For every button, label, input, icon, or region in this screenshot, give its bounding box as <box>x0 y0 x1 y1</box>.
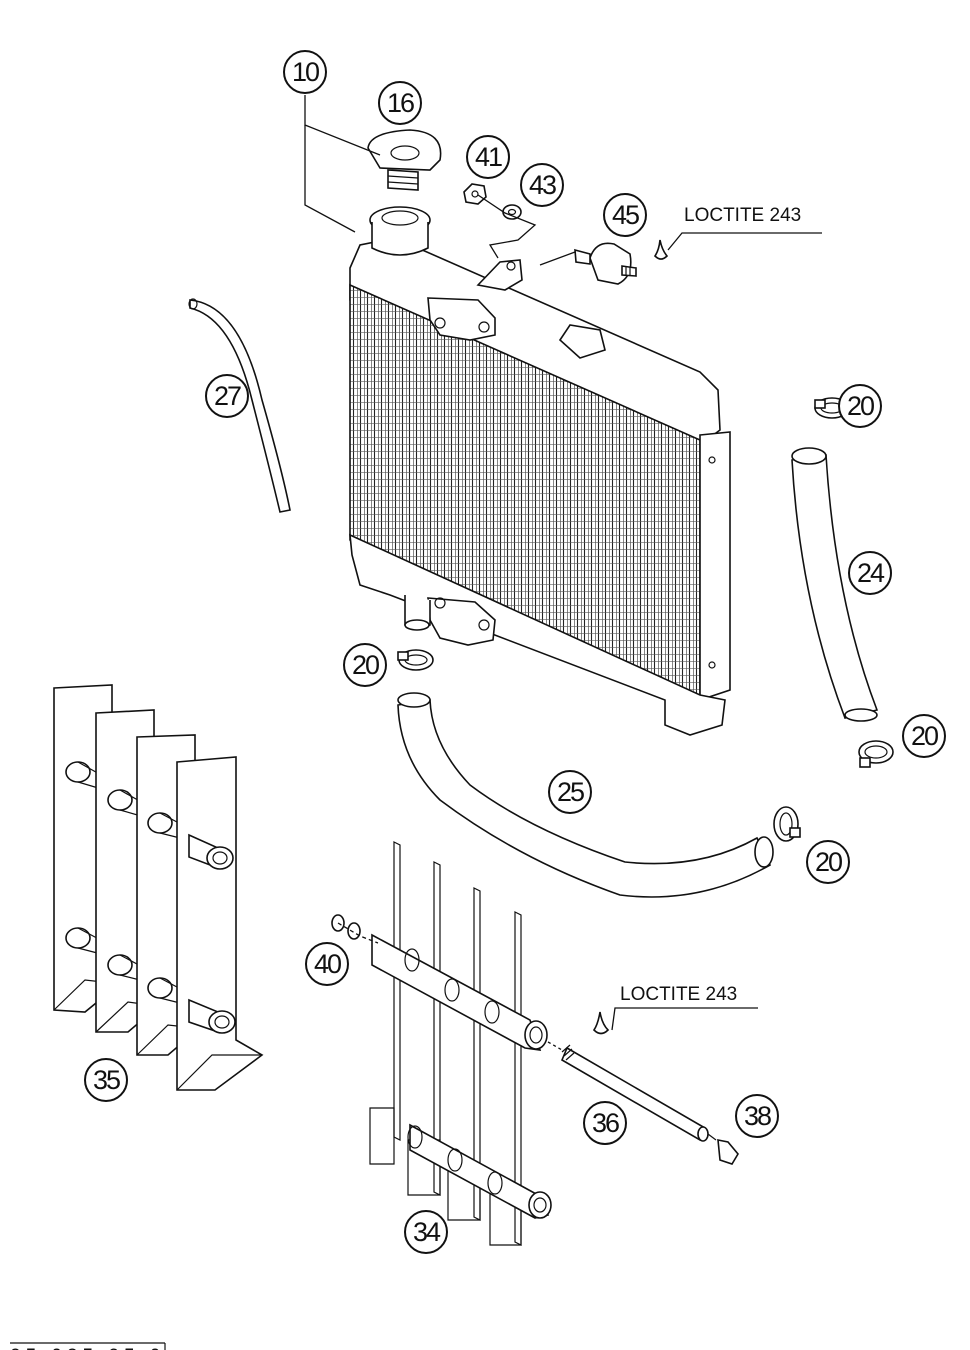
svg-text:16: 16 <box>387 88 414 118</box>
svg-text:45: 45 <box>612 200 639 230</box>
radiator-guard-set <box>53 684 264 1091</box>
callout-41: 41 <box>466 135 510 179</box>
leader-lines <box>304 95 822 1051</box>
svg-text:35: 35 <box>93 1065 120 1095</box>
guard-tube <box>371 933 548 1051</box>
hose-clamp <box>773 806 801 842</box>
hose-clamp <box>397 649 434 671</box>
callout-16: 16 <box>378 81 422 125</box>
svg-text:20: 20 <box>911 721 938 751</box>
guard-tube <box>407 1123 552 1219</box>
callout-24: 24 <box>848 551 892 595</box>
hose-clamp <box>858 740 894 768</box>
washer <box>502 204 522 220</box>
svg-text:10: 10 <box>292 57 319 87</box>
radiator-hose-lower <box>397 692 774 898</box>
svg-text:43: 43 <box>529 170 556 200</box>
svg-text:34: 34 <box>413 1217 441 1247</box>
nut <box>463 183 487 205</box>
radiator-guard-set <box>369 841 552 1246</box>
callout-45: 45 <box>603 193 647 237</box>
screw <box>707 1133 739 1165</box>
radiator-cap <box>367 129 442 191</box>
callout-10: 10 <box>283 50 327 94</box>
overflow-hose <box>188 298 291 513</box>
svg-text:40: 40 <box>314 949 341 979</box>
svg-text:20: 20 <box>815 847 842 877</box>
svg-text:38: 38 <box>744 1101 771 1131</box>
svg-text:20: 20 <box>847 391 874 421</box>
radiator-guard <box>176 756 264 1091</box>
svg-text:36: 36 <box>592 1108 619 1138</box>
svg-text:41: 41 <box>475 142 502 172</box>
loctite-drop <box>592 1011 610 1035</box>
callout-20: 20 <box>343 643 387 687</box>
radiator-hose-upper <box>791 447 879 722</box>
callout-27: 27 <box>205 374 249 418</box>
loctite-note: LOCTITE 243 <box>684 205 801 226</box>
svg-text:20: 20 <box>352 650 379 680</box>
callout-40: 40 <box>305 942 349 986</box>
loctite-drop <box>653 239 669 260</box>
callout-36: 36 <box>583 1101 627 1145</box>
svg-text:27: 27 <box>214 381 241 411</box>
callout-20: 20 <box>902 714 946 758</box>
radiator <box>349 206 731 736</box>
drawing-code: 25.035.25.0 <box>10 1346 165 1350</box>
svg-text:25: 25 <box>557 777 584 807</box>
callout-20: 20 <box>838 384 882 428</box>
callout-38: 38 <box>735 1094 779 1138</box>
callout-34: 34 <box>404 1210 448 1254</box>
svg-text:24: 24 <box>857 558 885 588</box>
callout-25: 25 <box>548 770 592 814</box>
callout-43: 43 <box>520 163 564 207</box>
loctite-note: LOCTITE 243 <box>620 984 737 1005</box>
callout-35: 35 <box>84 1058 128 1102</box>
rubber-buffer <box>574 242 637 285</box>
callout-20: 20 <box>806 840 850 884</box>
